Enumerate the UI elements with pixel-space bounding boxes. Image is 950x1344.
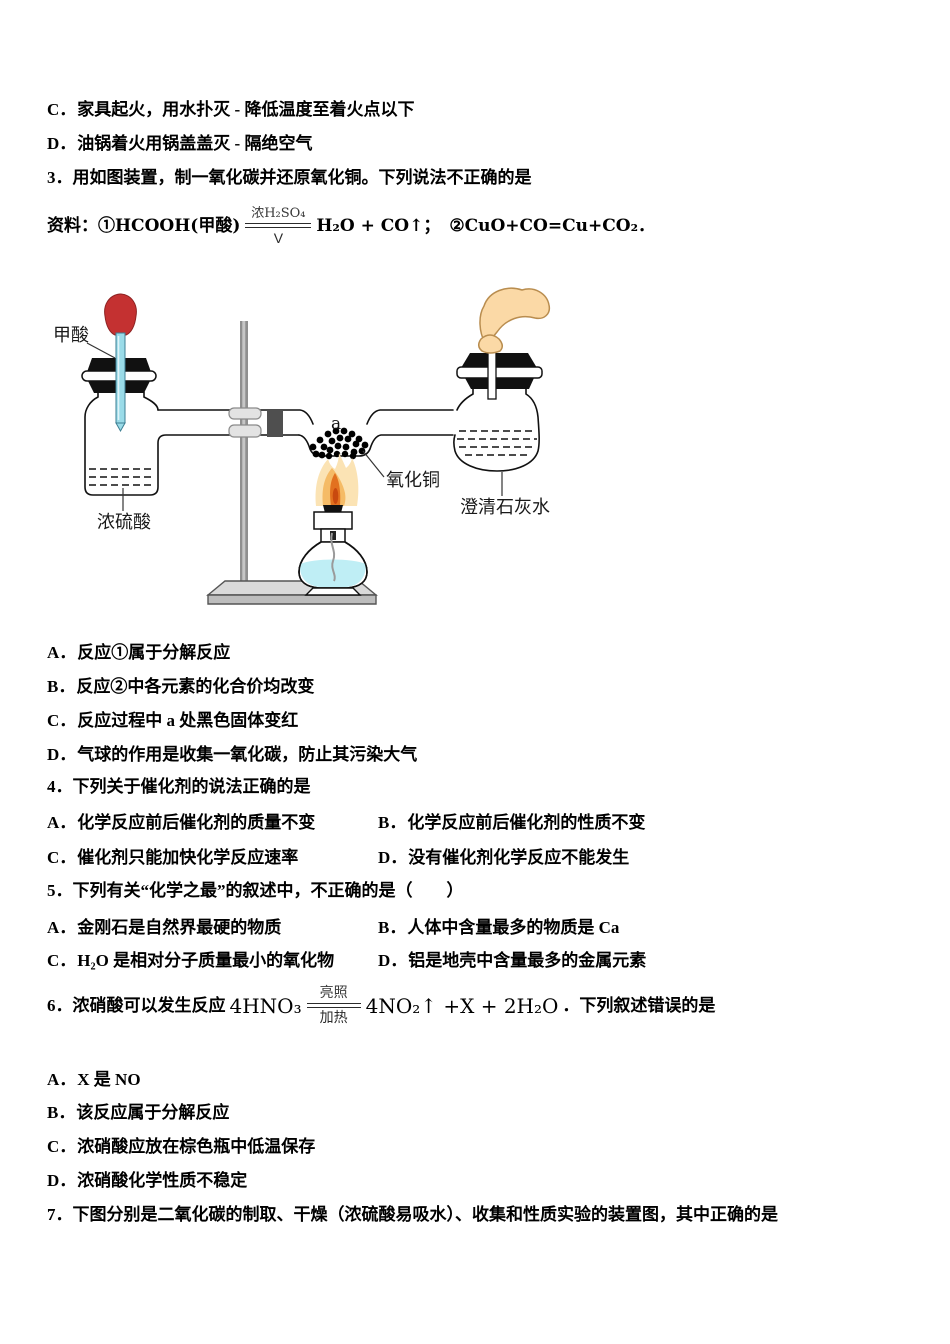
question-3-stem: 3．用如图装置，制一氧化碳并还原氧化铜。下列说法不正确的是	[47, 168, 532, 187]
question-5-stem: 5．下列有关“化学之最”的叙述中，不正确的是（ ）	[47, 881, 464, 900]
option-row: B．人体中含量最多的物质是 Ca	[378, 918, 620, 937]
glass-tube	[157, 409, 314, 425]
option-row: C．反应过程中 a 处黑色固体变红	[47, 711, 299, 730]
clamp	[228, 407, 262, 420]
option-label: D．	[47, 134, 77, 153]
point-a-label: a	[331, 414, 341, 434]
limewater-label: 澄清石灰水	[460, 497, 550, 517]
right-stopper	[461, 353, 537, 368]
option-row: C．催化剂只能加快化学反应速率	[47, 848, 299, 867]
option-row: D．没有催化剂化学反应不能发生	[378, 848, 630, 867]
left-bottle	[84, 391, 300, 496]
question-4-stem: 4．下列关于催化剂的说法正确的是	[47, 777, 311, 796]
option-row: D．浓硝酸化学性质不稳定	[47, 1171, 248, 1190]
condition-bottom: V	[273, 230, 284, 246]
limewater-liquid	[457, 430, 537, 456]
dropper-tube	[115, 332, 126, 424]
reaction-condition: 浓H₂SO₄ V	[245, 206, 312, 246]
option-row: D．油锅着火用锅盖盖灭 - 隔绝空气	[47, 132, 312, 156]
option-row: D．气球的作用是收集一氧化碳，防止其污染大气	[47, 745, 418, 764]
copper-oxide-label: 氧化铜	[386, 470, 440, 490]
option-row: A．X 是 NO	[47, 1070, 141, 1089]
option-row: B．化学反应前后催化剂的性质不变	[378, 813, 646, 832]
option-row: C．浓硝酸应放在棕色瓶中低温保存	[47, 1137, 316, 1156]
right-flask	[456, 388, 474, 411]
double-line	[306, 1003, 361, 1008]
dropper-bulb	[104, 293, 137, 336]
wick	[330, 532, 336, 582]
question-7-stem: 7．下图分别是二氧化碳的制取、干燥（浓硫酸易吸水）、收集和性质实验的装置图，其中…	[47, 1205, 778, 1224]
material-products: H₂O + CO↑；	[316, 216, 441, 236]
option-text: 家具起火，用水扑灭 - 降低温度至着火点以下	[77, 100, 415, 119]
double-line	[245, 223, 312, 228]
q6-suffix: ．下列叙述错误的是	[562, 996, 716, 1015]
copper-oxide-powder	[309, 427, 369, 460]
balloon	[479, 287, 551, 344]
option-row: A．金刚石是自然界最硬的物质	[47, 918, 282, 937]
material-second-equation: ②CuO+CO=Cu+CO₂．	[449, 216, 656, 236]
reaction-condition: 亮照 加热	[306, 985, 361, 1026]
material-prefix: 资料：①HCOOH(甲酸)	[47, 216, 241, 236]
option-row: B．反应②中各元素的化合价均改变	[47, 677, 315, 696]
lamp-foot	[304, 587, 362, 596]
condition-bottom: 加热	[319, 1010, 348, 1026]
question-6-stem: 6．浓硝酸可以发生反应 4HNO₃ 亮照 加热 4NO₂↑ +X + 2H₂O …	[47, 985, 716, 1027]
apparatus-diagram: a 甲酸	[53, 287, 551, 605]
option-row: B．该反应属于分解反应	[47, 1103, 230, 1122]
option-row: C．H₂O 是相对分子质量最小的氧化物	[47, 951, 335, 970]
condition-top: 亮照	[319, 985, 348, 1001]
equation-right: 4NO₂↑ +X + 2H₂O	[365, 994, 559, 1018]
q6-prefix: 6．浓硝酸可以发生反应	[47, 996, 226, 1015]
equation-left: 4HNO₃	[229, 994, 302, 1018]
option-row: A．化学反应前后催化剂的质量不变	[47, 813, 316, 832]
sulfuric-acid-label: 浓硫酸	[97, 512, 151, 532]
condition-top: 浓H₂SO₄	[251, 206, 306, 221]
option-label: C．	[47, 100, 77, 119]
sulfuric-acid-liquid	[89, 468, 154, 486]
wick-holder	[323, 505, 343, 513]
option-row: C．家具起火，用水扑灭 - 降低温度至着火点以下	[47, 98, 414, 122]
lamp-collar	[313, 511, 353, 530]
tube-connector	[267, 410, 283, 437]
option-row: A．反应①属于分解反应	[47, 643, 231, 662]
question-3-material: 资料：①HCOOH(甲酸) 浓H₂SO₄ V H₂O + CO↑； ②CuO+C…	[47, 206, 655, 246]
formic-acid-label: 甲酸	[53, 325, 89, 345]
option-text: 油锅着火用锅盖盖灭 - 隔绝空气	[77, 134, 313, 153]
option-row: D．铝是地壳中含量最多的金属元素	[378, 951, 647, 970]
